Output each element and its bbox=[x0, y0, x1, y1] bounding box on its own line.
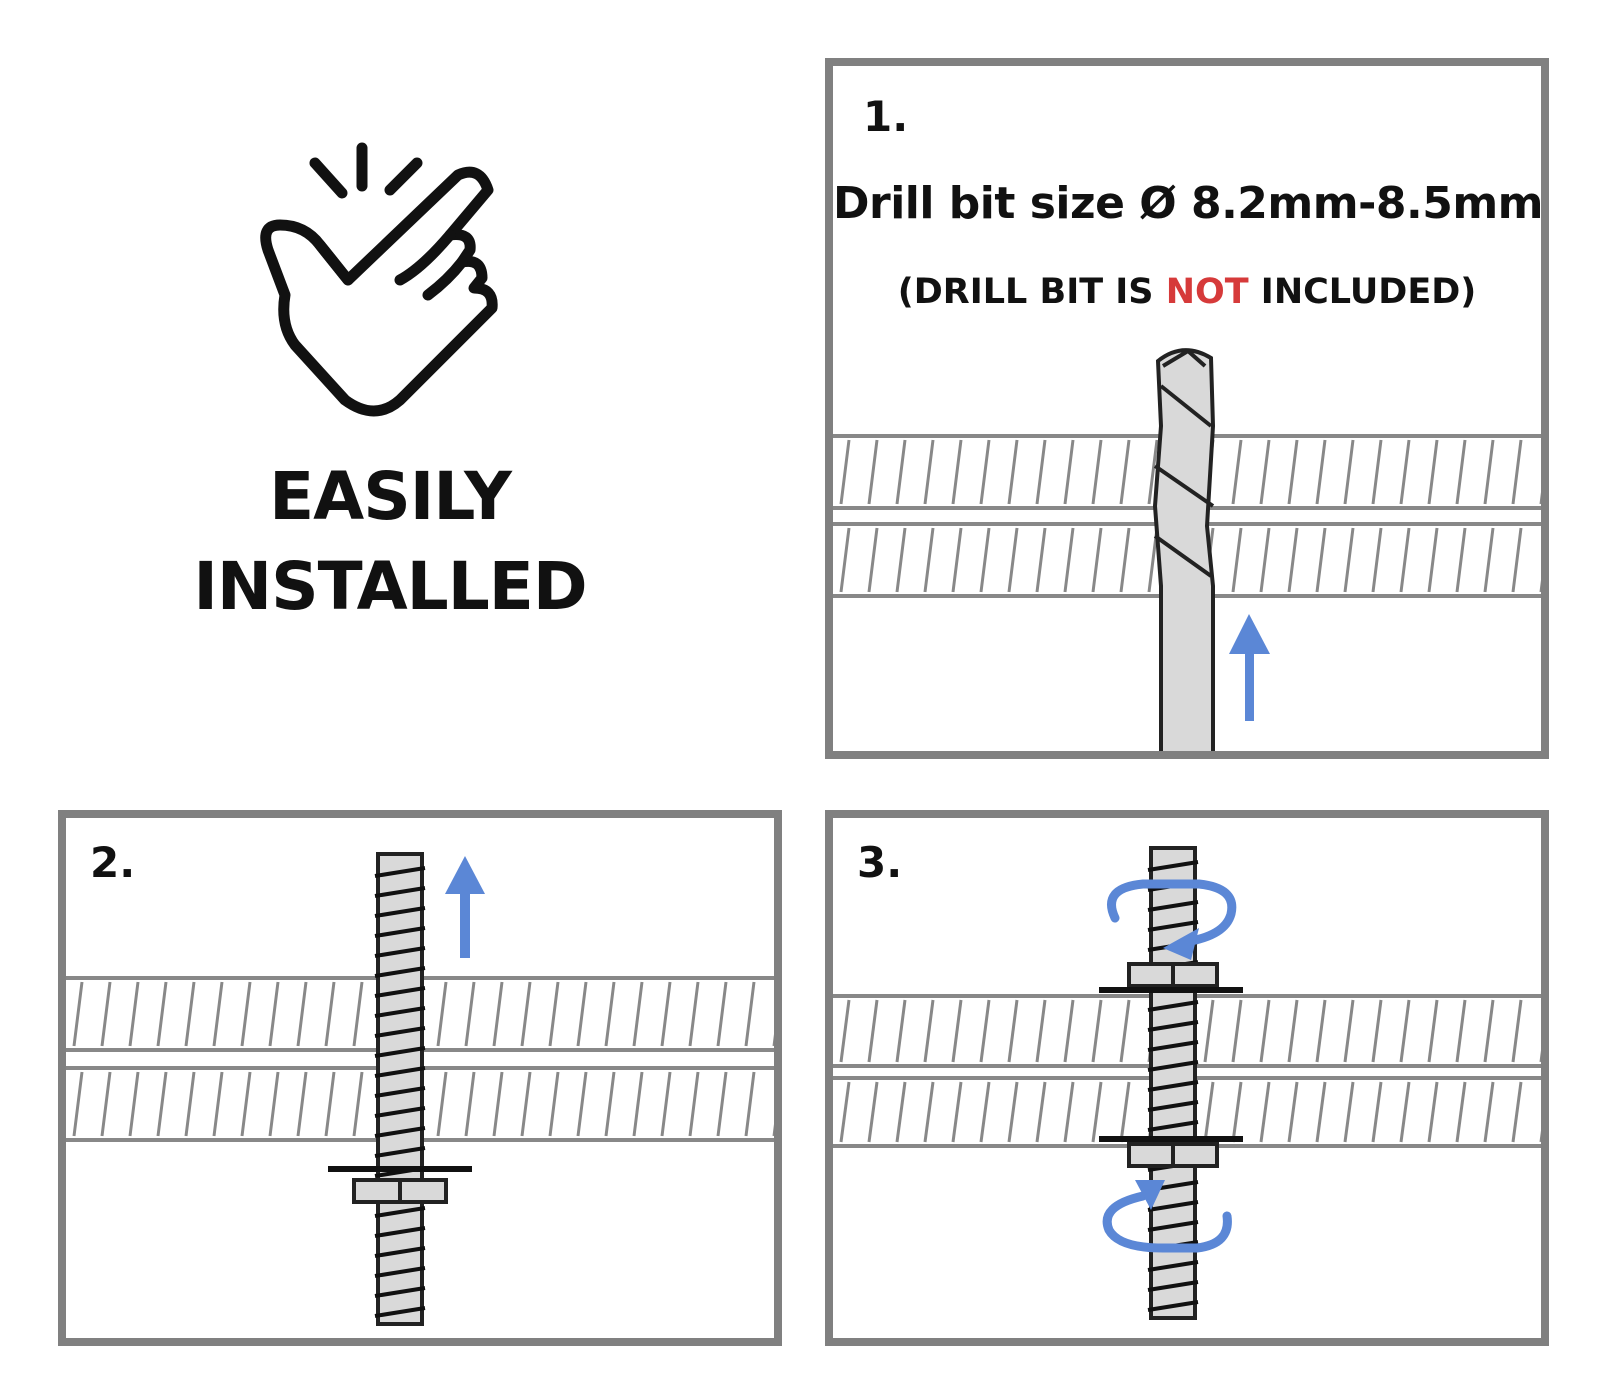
rotate-arrow-top-head bbox=[1163, 928, 1199, 960]
rotate-arrow-top-icon bbox=[1107, 879, 1237, 947]
lower-washer bbox=[1099, 1136, 1243, 1142]
nuts-tighten-icon bbox=[833, 846, 1541, 1320]
washer bbox=[328, 1166, 472, 1172]
step-1-number: 1. bbox=[863, 92, 909, 141]
upper-washer bbox=[1099, 987, 1243, 993]
drill-bit-through-ceiling-icon bbox=[833, 348, 1541, 751]
note-suffix: INCLUDED) bbox=[1248, 272, 1477, 312]
drill-bit-not-included-note: (DRILL BIT IS NOT INCLUDED) bbox=[833, 272, 1541, 312]
rotate-arrow-bottom-icon bbox=[1102, 1191, 1232, 1253]
hero-title-line1: EASILY bbox=[269, 458, 512, 535]
threaded-rod bbox=[1147, 846, 1199, 1320]
note-prefix: (DRILL BIT IS bbox=[897, 272, 1166, 312]
snap-fingers-hand-icon bbox=[260, 142, 498, 417]
hex-nut bbox=[352, 1178, 448, 1204]
step-3-number: 3. bbox=[857, 838, 903, 887]
up-arrow-icon bbox=[1229, 614, 1270, 721]
threaded-rod-insert-icon bbox=[66, 852, 774, 1326]
drill-bit-size-text: Drill bit size Ø 8.2mm-8.5mm bbox=[833, 178, 1544, 229]
lower-hex-nut bbox=[1127, 1142, 1219, 1168]
step-1-panel: 1. Drill bit size Ø 8.2mm-8.5mm (DRILL B… bbox=[825, 58, 1549, 759]
note-emphasis: NOT bbox=[1165, 272, 1249, 312]
drill-bit bbox=[1152, 348, 1216, 751]
easy-install-block bbox=[200, 130, 580, 430]
up-arrow-icon bbox=[445, 856, 485, 958]
hero-title-line2: INSTALLED bbox=[193, 548, 587, 625]
upper-hex-nut bbox=[1127, 962, 1219, 988]
step-3-panel: 3. bbox=[825, 810, 1549, 1346]
step-2-panel: 2. bbox=[58, 810, 782, 1346]
rotate-arrow-bottom-head bbox=[1135, 1180, 1165, 1210]
threaded-rod bbox=[374, 852, 426, 1326]
step-2-number: 2. bbox=[90, 838, 136, 887]
